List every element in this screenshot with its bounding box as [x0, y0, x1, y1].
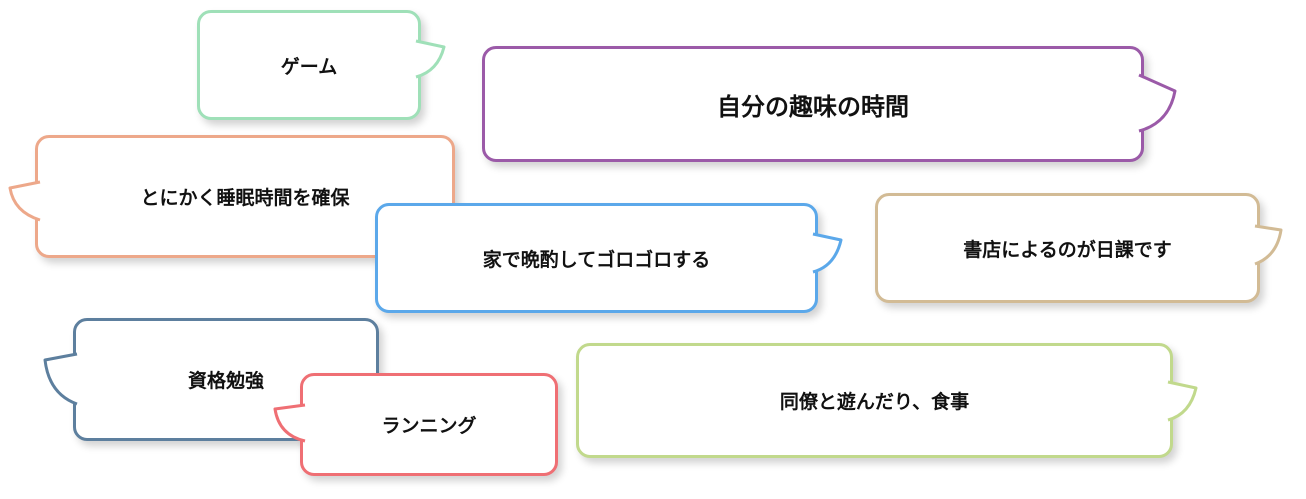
- speech-bubble-hobby: 自分の趣味の時間: [482, 46, 1177, 162]
- bubble-tail: [1254, 224, 1283, 266]
- speech-bubble-book: 書店によるのが日課です: [875, 193, 1283, 303]
- bubble-tail: [415, 39, 446, 79]
- speech-bubble-game: ゲーム: [197, 10, 446, 120]
- bubble-label: とにかく睡眠時間を確保: [140, 187, 350, 209]
- bubble-label: 同僚と遊んだり、食事: [779, 391, 970, 413]
- bubble-label: 資格勉強: [187, 370, 264, 392]
- bubble-label: 自分の趣味の時間: [717, 92, 909, 121]
- bubble-label: 家で晩酌してゴロゴロする: [482, 248, 711, 271]
- bubble-label: ゲーム: [280, 55, 338, 78]
- speech-bubble-friends: 同僚と遊んだり、食事: [576, 343, 1198, 458]
- bubble-label: ランニング: [381, 415, 477, 437]
- speech-bubble-drink: 家で晩酌してゴロゴロする: [375, 203, 843, 313]
- bubble-tail: [812, 232, 843, 274]
- bubble-tail: [273, 403, 306, 443]
- bubble-tail: [1167, 380, 1198, 422]
- bubble-tail: [43, 352, 78, 406]
- bubble-tail: [1138, 73, 1177, 133]
- speech-bubble-sleep: とにかく睡眠時間を確保: [8, 135, 455, 258]
- bubble-label: 書店によるのが日課です: [963, 238, 1172, 261]
- speech-bubble-run: ランニング: [273, 373, 558, 476]
- bubble-tail: [8, 180, 41, 222]
